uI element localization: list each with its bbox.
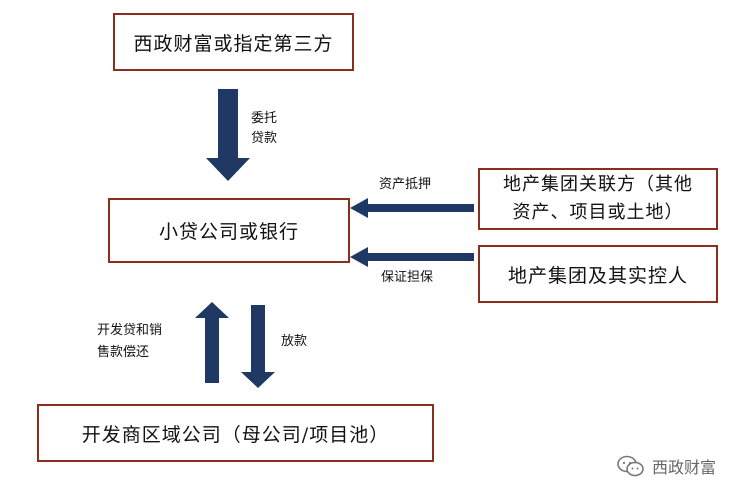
- entrusted-loan-line2: 贷款: [251, 131, 278, 146]
- disbursement-label: 放款: [281, 334, 308, 349]
- repayment-label: 开发贷和销 售款偿还: [97, 320, 162, 364]
- entrusted-loan-arrow: [206, 89, 250, 181]
- lender-label: 小贷公司或银行: [158, 221, 299, 243]
- group-affiliate-line1: 地产集团关联方（其他: [503, 174, 693, 195]
- wechat-icon: [617, 455, 644, 477]
- lender-box: 小贷公司或银行: [108, 198, 350, 263]
- group-affiliate-box: 地产集团关联方（其他 资产、项目或土地）: [478, 168, 718, 230]
- group-controller-label: 地产集团及其实控人: [507, 264, 688, 287]
- disbursement-arrow: [241, 305, 275, 388]
- entrusted-loan-label: 委托 贷款: [251, 109, 277, 149]
- group-controller-box: 地产集团及其实控人: [478, 245, 718, 303]
- developer-label: 开发商区域公司（母公司/项目池）: [81, 423, 390, 446]
- source-label: 西政财富或指定第三方: [133, 32, 334, 55]
- entrusted-loan-line1: 委托: [251, 111, 278, 126]
- watermark: 西政财富: [616, 454, 716, 478]
- asset-pledge-arrow: [350, 198, 474, 218]
- source-box: 西政财富或指定第三方: [113, 13, 354, 71]
- watermark-text: 西政财富: [651, 458, 716, 477]
- group-affiliate-line2: 资产、项目或土地）: [512, 202, 684, 223]
- repayment-line1: 开发贷和销: [97, 323, 163, 338]
- repayment-arrow: [195, 302, 229, 383]
- asset-pledge-label: 资产抵押: [379, 177, 432, 192]
- guarantee-arrow: [350, 247, 474, 267]
- repayment-line2: 售款偿还: [97, 345, 150, 360]
- guarantee-label: 保证担保: [381, 270, 434, 285]
- developer-box: 开发商区域公司（母公司/项目池）: [37, 404, 434, 462]
